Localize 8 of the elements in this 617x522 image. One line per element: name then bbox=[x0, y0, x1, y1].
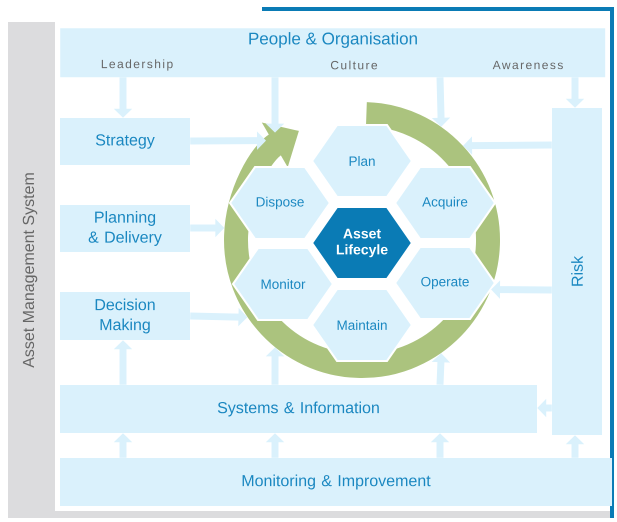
box: Systems & Information bbox=[60, 385, 537, 433]
box: Strategy bbox=[60, 118, 190, 165]
box: Monitoring & Improvement bbox=[60, 458, 612, 506]
cycle-arrow bbox=[224, 102, 500, 378]
box: Planning & Delivery bbox=[60, 205, 190, 252]
band: People & Organisation Leadership Culture Awareness bbox=[60, 28, 606, 78]
box: Risk bbox=[552, 108, 602, 435]
box: Decision Making bbox=[60, 292, 190, 340]
